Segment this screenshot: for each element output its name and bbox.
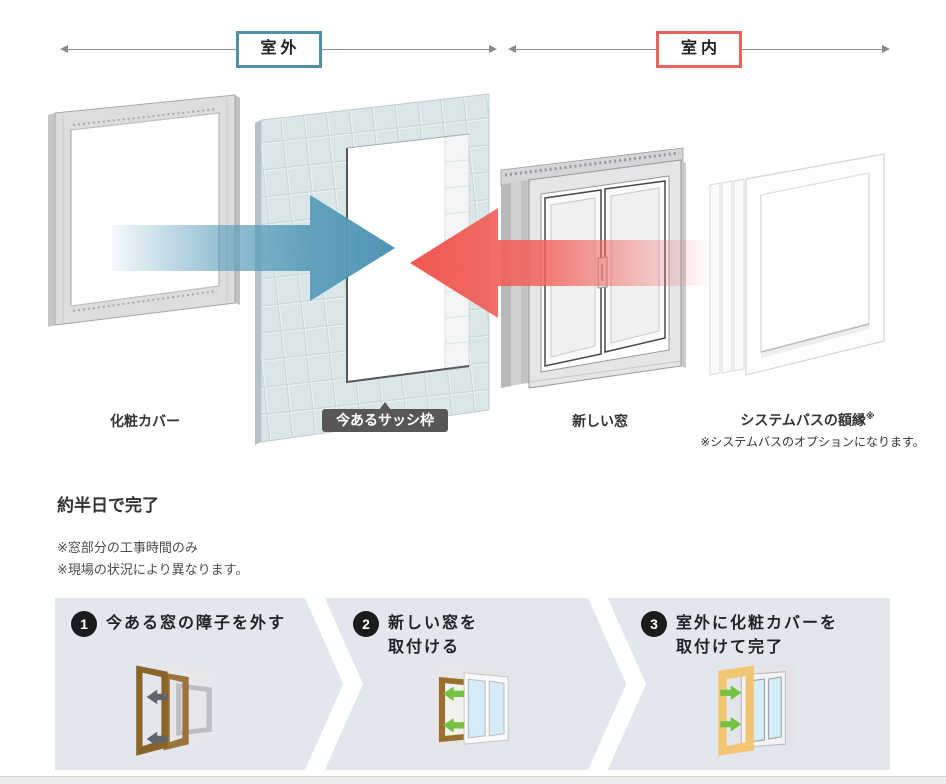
arrow-right-icon — [882, 45, 891, 53]
step-1-header: 1 今ある窓の障子を外す — [71, 611, 286, 637]
arrow-left-icon — [508, 45, 516, 53]
steps-band: 1 今ある窓の障子を外す 2 新しい窓を取付ける 3 室外に化粧カバーを取付けて… — [55, 598, 890, 770]
indoor-label: 室内 — [656, 30, 743, 68]
range-line — [516, 48, 656, 50]
step-2-illustration — [432, 662, 509, 749]
outdoor-range: 室外 — [60, 29, 498, 69]
step-3-title: 室外に化粧カバーを取付けて完了 — [676, 615, 839, 656]
indoor-arrow-icon — [410, 208, 706, 318]
step-2-number-badge: 2 — [353, 611, 379, 637]
bath-frame-note: ※システムバスのオプションになります。 — [700, 435, 925, 449]
bath-frame-illustration — [709, 153, 885, 376]
step-3-illustration — [718, 662, 796, 756]
existing-sash-badge: 今あるサッシ枠 — [322, 402, 448, 432]
arrow-left-icon — [60, 45, 68, 53]
outdoor-label: 室外 — [235, 30, 322, 68]
arrow-right-icon — [489, 45, 498, 53]
outdoor-arrow-icon — [112, 195, 395, 301]
bath-frame-label: システムバスの額縁※ — [740, 411, 875, 428]
chevron-separator-icon — [588, 598, 646, 770]
decorative-cover-label: 化粧カバー — [110, 413, 180, 429]
section-divider — [0, 776, 946, 784]
completion-note-2: ※現場の状況により異なります。 — [57, 562, 249, 577]
step-2-header: 2 新しい窓を取付ける — [353, 611, 478, 660]
step-1-title: 今ある窓の障子を外す — [106, 615, 287, 632]
asterisk-mark: ※ — [865, 411, 875, 421]
window-replacement-diagram — [0, 75, 946, 465]
step-2-title: 新しい窓を取付ける — [388, 615, 479, 656]
completion-note-1: ※窓部分の工事時間のみ — [57, 540, 198, 555]
step-3-header: 3 室外に化粧カバーを取付けて完了 — [641, 611, 838, 660]
step-1-number-badge: 1 — [71, 611, 97, 637]
range-line — [742, 48, 883, 50]
indoor-range: 室内 — [508, 29, 891, 69]
step-3-number-badge: 3 — [641, 611, 667, 637]
range-line — [321, 48, 490, 50]
new-window-label: 新しい窓 — [572, 413, 628, 429]
completion-heading: 約半日で完了 — [57, 496, 159, 515]
step-1-illustration — [136, 662, 219, 756]
range-line — [68, 48, 236, 50]
tiled-wall-illustration — [255, 93, 490, 445]
